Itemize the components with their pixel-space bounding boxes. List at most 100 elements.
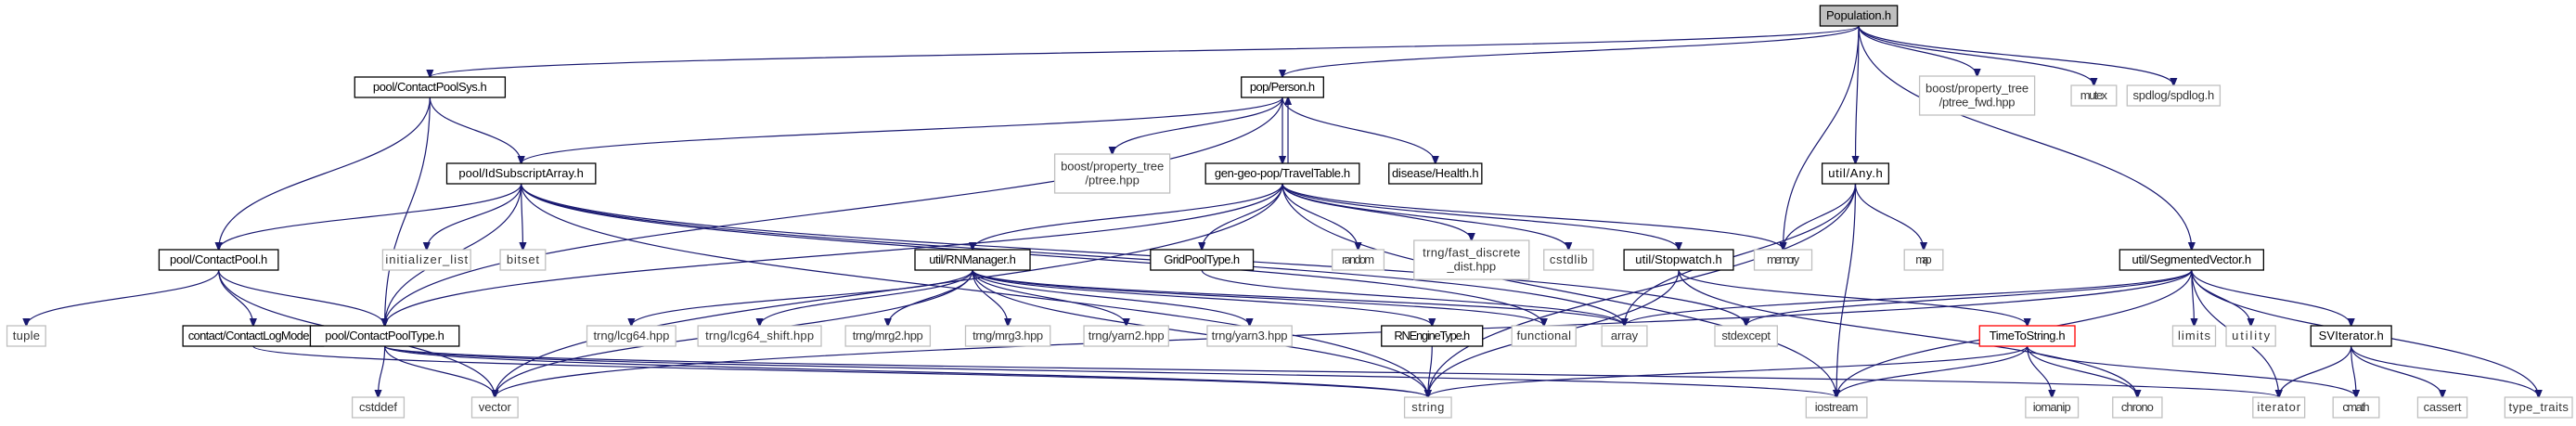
- edge-contactlogmode-to-string: [252, 345, 1428, 397]
- node-box-iomanip: [2025, 396, 2080, 419]
- node-person[interactable]: pop/Person.h: [1241, 76, 1324, 98]
- edge-segmentedvector-to-sviterator: [2191, 269, 2351, 326]
- edge-sviterator-to-iterator: [2279, 345, 2352, 397]
- node-box-chrono: [2112, 396, 2163, 419]
- edge-rnmanager-to-lcg64: [631, 269, 973, 326]
- node-label-fast_discrete: trng/fast_discrete: [1423, 246, 1520, 260]
- node-contactpoolsys[interactable]: pool/ContactPoolSys.h: [354, 76, 507, 98]
- node-label-memory: memory: [1767, 252, 1800, 266]
- edge-timetostring-to-iomanip: [2027, 345, 2053, 397]
- edge-rnmanager-to-lcg64_shift: [760, 269, 973, 326]
- node-rnmanager[interactable]: util/RNManager.h: [914, 249, 1031, 271]
- node-box-map: [1903, 249, 1944, 271]
- edge-traveltable-to-random: [1282, 183, 1359, 250]
- node-box-fast_discrete: [1413, 239, 1530, 280]
- node-type_traits: type_traits: [2504, 396, 2573, 419]
- node-box-ptree: [1053, 153, 1171, 194]
- node-label-cstddef: cstddef: [359, 400, 397, 414]
- node-box-gridpooltype: [1150, 249, 1255, 271]
- edge-traveltable-to-rnmanager: [972, 183, 1283, 250]
- edge-segmentedvector-to-vector: [495, 269, 2193, 397]
- edge-population-to-any: [1855, 25, 1859, 163]
- node-box-any: [1821, 162, 1890, 185]
- edge-person-to-idsubscript: [522, 97, 1283, 163]
- node-gridpooltype[interactable]: GridPoolType.h: [1150, 249, 1255, 271]
- node-label-iostream: iostream: [1815, 400, 1859, 414]
- node-label-bitset: bitset: [507, 252, 539, 266]
- edge-any-to-array: [1625, 183, 1857, 326]
- edge-idsubscript-to-array: [521, 183, 1625, 326]
- edge-traveltable-to-gridpooltype: [1202, 183, 1283, 250]
- edge-contactpool-to-contactpooltype: [218, 269, 385, 326]
- node-box-person: [1241, 76, 1324, 98]
- node-idsubscript[interactable]: pool/IdSubscriptArray.h: [445, 162, 597, 185]
- node-label-ptree_fwd: /ptree_fwd.hpp: [1939, 96, 2016, 110]
- node-box-bitset: [499, 249, 547, 271]
- edge-idsubscript-to-bitset: [522, 183, 523, 250]
- edge-any-to-map: [1854, 183, 1924, 250]
- node-box-traveltable: [1204, 162, 1360, 185]
- edge-idsubscript-to-stdexcept: [521, 183, 1746, 326]
- node-label-ptree: boost/property_tree: [1061, 160, 1164, 174]
- edge-any-to-memory: [1784, 183, 1857, 250]
- node-contactlogmode[interactable]: contact/ContactLogMode.h: [182, 325, 325, 347]
- edge-contactpooltype-to-string: [384, 345, 1428, 397]
- node-label-initializer_list: initializer_list: [385, 252, 468, 266]
- node-label-vector: vector: [479, 400, 512, 414]
- edge-population-to-ptree_fwd: [1858, 25, 1977, 76]
- edge-traveltable-to-stopwatch: [1282, 183, 1679, 250]
- node-cstddef: cstddef: [351, 396, 406, 419]
- edge-population-to-contactpoolsys: [430, 25, 1860, 77]
- edge-stopwatch-to-chrono: [1678, 269, 2137, 397]
- node-lcg64: trng/lcg64.hpp: [586, 325, 676, 347]
- edge-population-to-person: [1282, 25, 1860, 77]
- node-any[interactable]: util/Any.h: [1821, 162, 1890, 185]
- node-box-rnmanager: [914, 249, 1031, 271]
- node-box-cassert: [2416, 396, 2468, 419]
- node-traveltable[interactable]: gen-geo-pop/TravelTable.h: [1204, 162, 1360, 185]
- node-spdlog: spdlog/spdlog.h: [2126, 84, 2222, 107]
- node-sviterator[interactable]: SVIterator.h: [2310, 325, 2392, 347]
- node-rnenginetype[interactable]: RNEngineType.h: [1381, 325, 1484, 347]
- node-contactpooltype[interactable]: pool/ContactPoolType.h: [309, 325, 460, 347]
- edge-idsubscript-to-string: [521, 183, 1428, 397]
- node-label-ptree: /ptree.hpp: [1085, 174, 1139, 187]
- node-box-type_traits: [2504, 396, 2573, 419]
- node-health[interactable]: disease/Health.h: [1388, 162, 1483, 185]
- node-mutex: mutex: [2070, 84, 2118, 107]
- node-yarn2: trng/yarn2.hpp: [1083, 325, 1169, 347]
- node-label-cmath: cmath: [2342, 400, 2369, 414]
- node-timetostring[interactable]: TimeToString.h: [1978, 325, 2076, 347]
- edge-rnmanager-to-rnenginetype: [972, 269, 1432, 326]
- edge-rnmanager-to-yarn2: [972, 269, 1127, 326]
- node-box-array: [1601, 325, 1648, 347]
- edge-person-to-ptree: [1113, 97, 1283, 154]
- node-label-gridpooltype: GridPoolType.h: [1164, 252, 1240, 266]
- node-label-lcg64_shift: trng/lcg64_shift.hpp: [705, 329, 814, 342]
- node-label-sviterator: SVIterator.h: [2319, 329, 2384, 342]
- node-label-functional: functional: [1516, 329, 1571, 342]
- node-box-sviterator: [2310, 325, 2392, 347]
- node-label-iterator: iterator: [2257, 400, 2300, 414]
- node-box-ptree_fwd: [1918, 75, 2036, 116]
- node-box-memory: [1753, 249, 1813, 271]
- node-population[interactable]: Population.h: [1819, 5, 1899, 27]
- node-segmentedvector[interactable]: util/SegmentedVector.h: [2119, 249, 2264, 271]
- node-label-string: string: [1411, 400, 1444, 414]
- edge-population-to-spdlog: [1858, 25, 2173, 85]
- node-label-tuple: tuple: [13, 329, 40, 342]
- edge-contactpoolsys-to-contactpooltype: [385, 97, 431, 326]
- node-box-segmentedvector: [2119, 249, 2264, 271]
- node-label-health: disease/Health.h: [1392, 166, 1479, 180]
- node-label-limits: limits: [2178, 329, 2211, 342]
- node-iterator: iterator: [2252, 396, 2306, 419]
- node-layer: Population.h pool/ContactPoolSys.h pop/Per…: [6, 5, 2573, 419]
- node-ptree_fwd: boost/property_tree/ptree_fwd.hpp: [1918, 75, 2036, 116]
- node-label-contactpoolsys: pool/ContactPoolSys.h: [373, 80, 487, 94]
- edge-sviterator-to-cassert: [2351, 345, 2442, 397]
- node-label-stopwatch: util/Stopwatch.h: [1635, 252, 1722, 266]
- node-label-type_traits: type_traits: [2509, 400, 2570, 414]
- node-contactpool[interactable]: pool/ContactPool.h: [158, 249, 279, 271]
- node-stopwatch[interactable]: util/Stopwatch.h: [1623, 249, 1734, 271]
